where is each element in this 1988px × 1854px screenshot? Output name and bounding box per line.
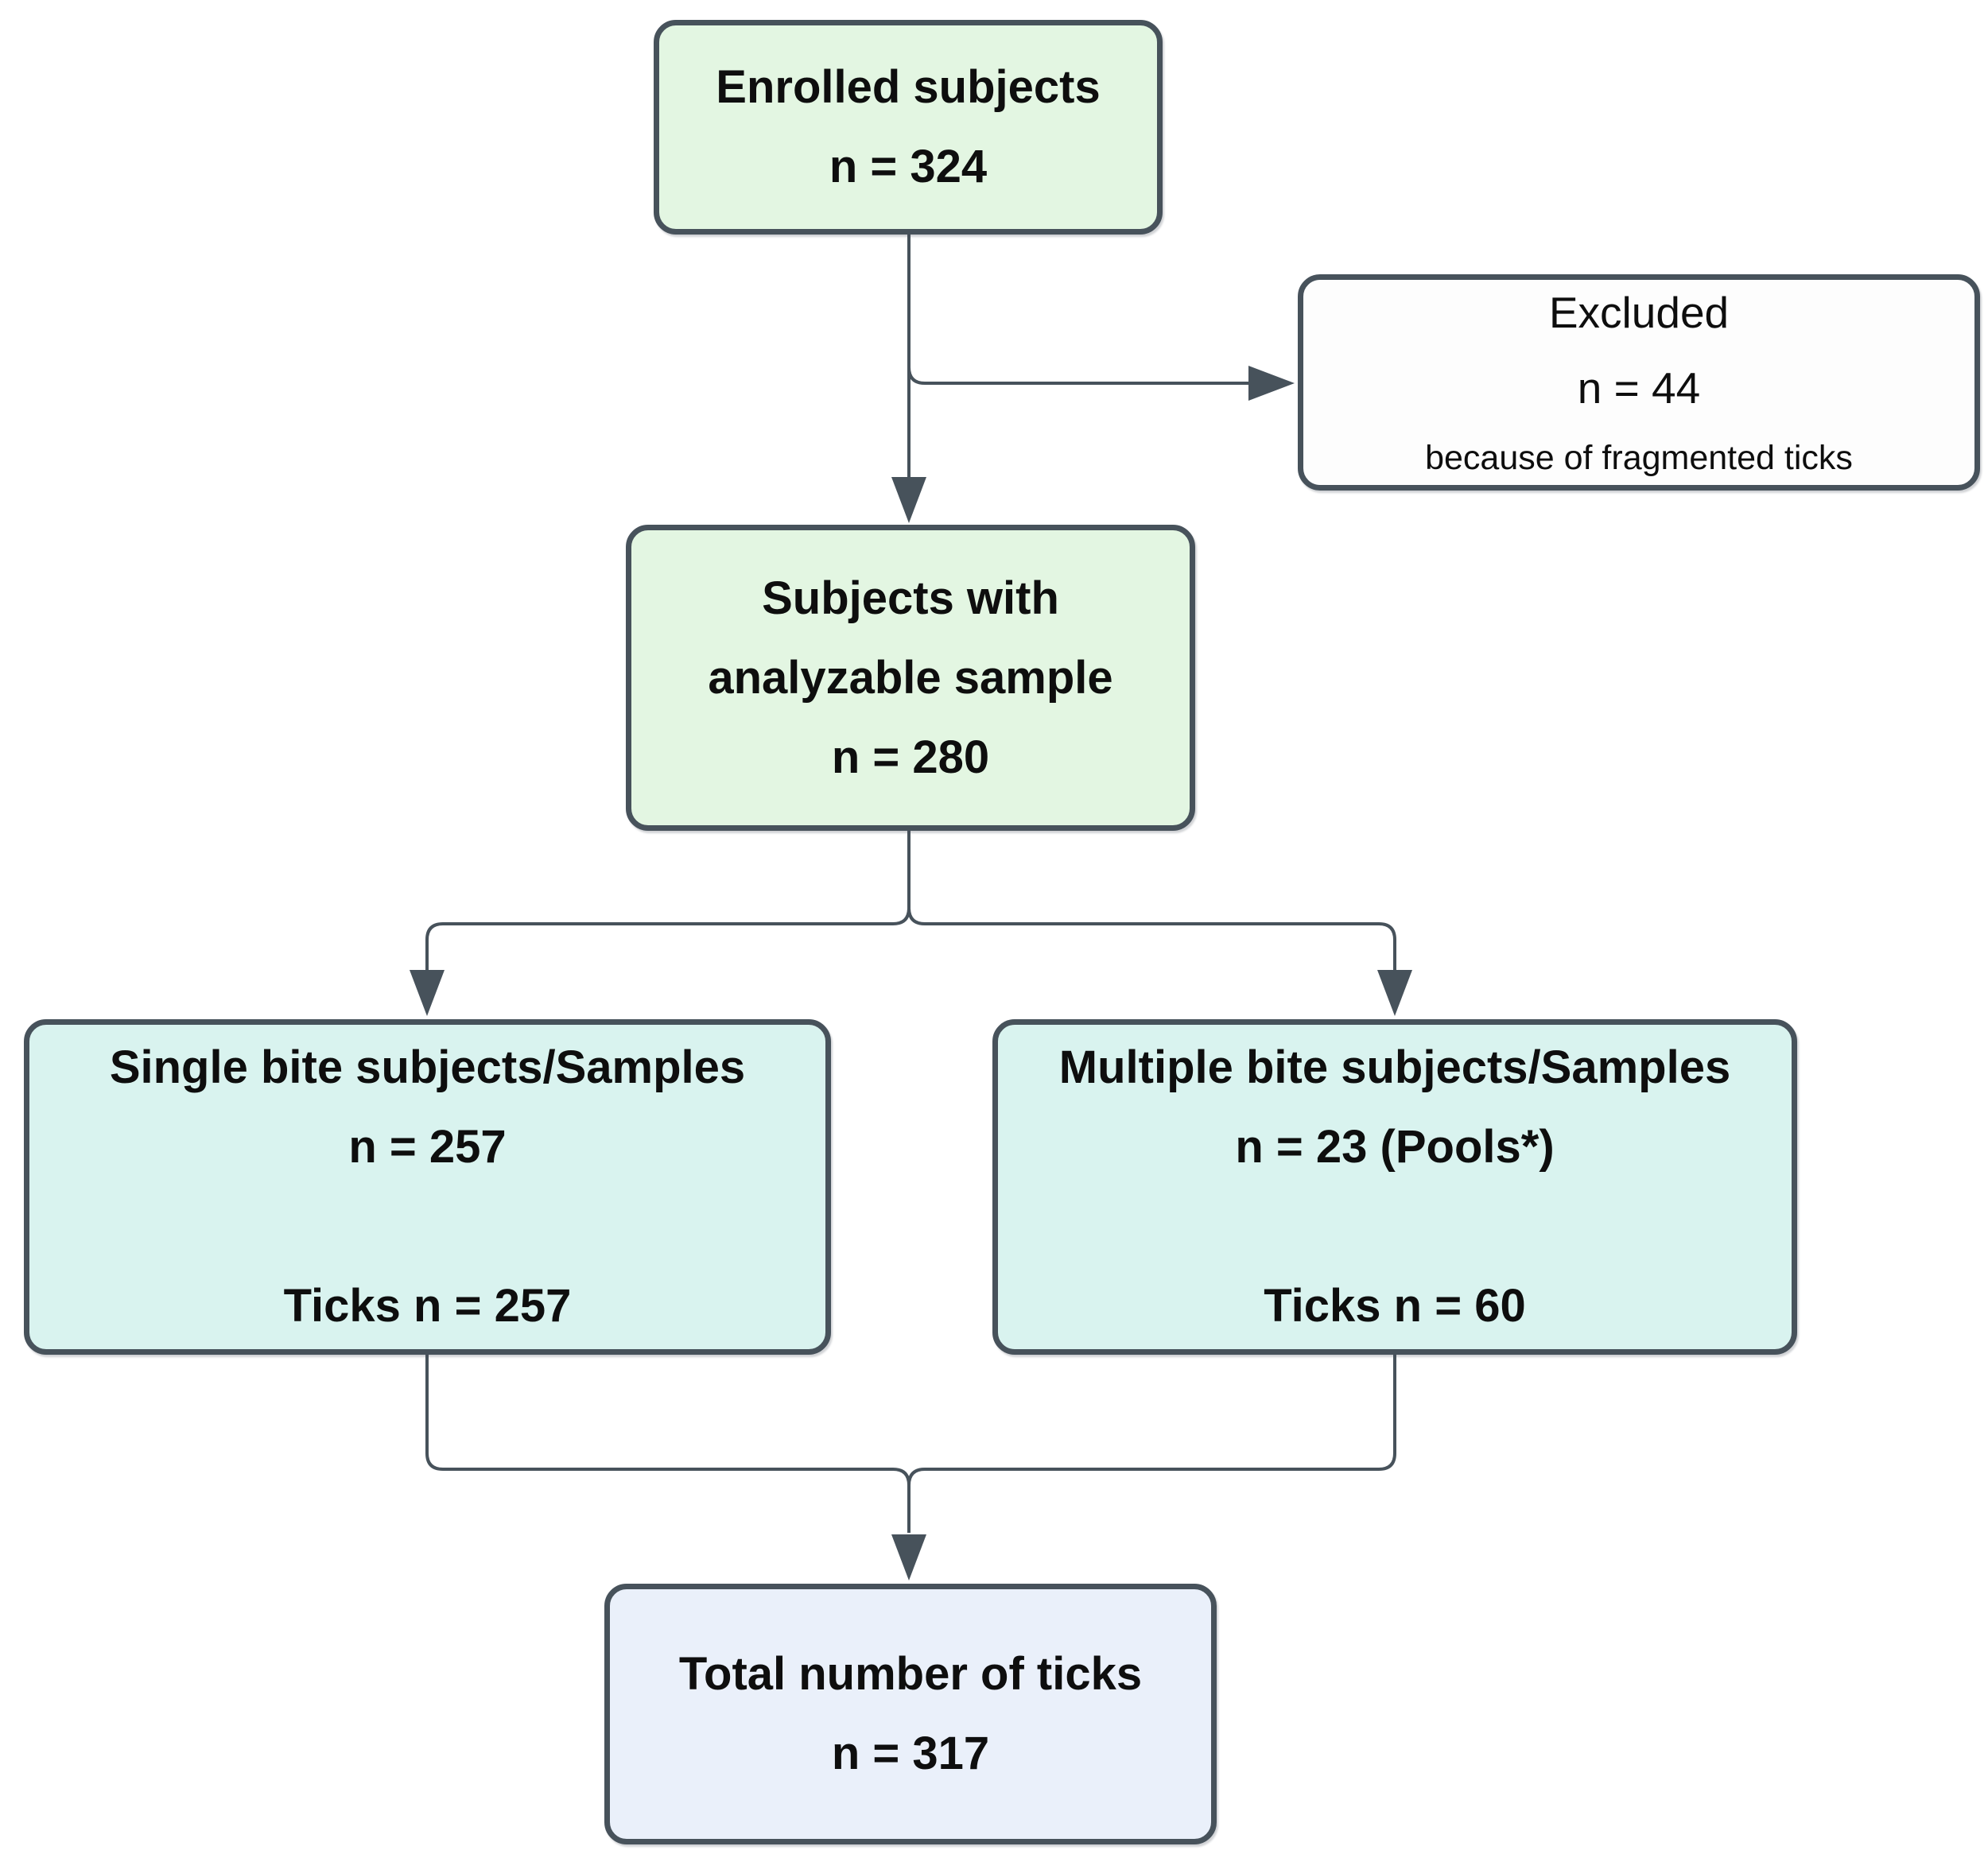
node-text-line: n = 280 — [831, 731, 990, 783]
node-text-line: Multiple bite subjects/Samples — [1058, 1041, 1731, 1093]
node-text-line: n = 257 — [348, 1121, 507, 1173]
node-text-line: Total number of ticks — [678, 1648, 1143, 1700]
arrowhead-right-icon — [1248, 366, 1295, 401]
node-single-bite-subjects: Single bite subjects/Samples n = 257 Tic… — [24, 1019, 831, 1355]
edge-analyzable-to-single — [425, 831, 911, 970]
node-text-line: analyzable sample — [708, 651, 1113, 704]
node-text-line: n = 23 (Pools*) — [1235, 1121, 1555, 1173]
edge-multiple-to-total — [907, 1355, 1396, 1486]
node-text-line: because of fragmented ticks — [1425, 439, 1853, 477]
edge-single-to-total — [425, 1355, 911, 1533]
edge-enrolled-to-excluded — [907, 367, 1248, 385]
arrowhead-down-icon — [1377, 970, 1412, 1016]
node-excluded: Excluded n = 44 because of fragmented ti… — [1298, 274, 1980, 491]
arrowhead-down-icon — [410, 970, 445, 1016]
node-multiple-bite-subjects: Multiple bite subjects/Samples n = 23 (P… — [992, 1019, 1797, 1355]
node-text-line: Excluded — [1548, 288, 1730, 337]
node-text-line: n = 317 — [831, 1728, 990, 1779]
node-enrolled-subjects: Enrolled subjects n = 324 — [654, 20, 1163, 235]
node-text-line: Single bite subjects/Samples — [109, 1041, 746, 1093]
arrowhead-down-icon — [891, 1534, 926, 1581]
node-text-line: n = 44 — [1577, 363, 1701, 413]
node-text-line: Subjects with — [762, 572, 1059, 624]
node-text-line: Ticks n = 60 — [1264, 1280, 1526, 1332]
arrowhead-down-icon — [891, 477, 926, 523]
edge-analyzable-to-multiple — [907, 831, 1396, 970]
node-total-ticks: Total number of ticks n = 317 — [604, 1584, 1217, 1844]
node-text-line: Ticks n = 257 — [283, 1280, 572, 1332]
node-subjects-analyzable-sample: Subjects with analyzable sample n = 280 — [626, 525, 1195, 831]
node-text-line: n = 324 — [829, 141, 988, 192]
node-text-line: Enrolled subjects — [716, 61, 1101, 113]
